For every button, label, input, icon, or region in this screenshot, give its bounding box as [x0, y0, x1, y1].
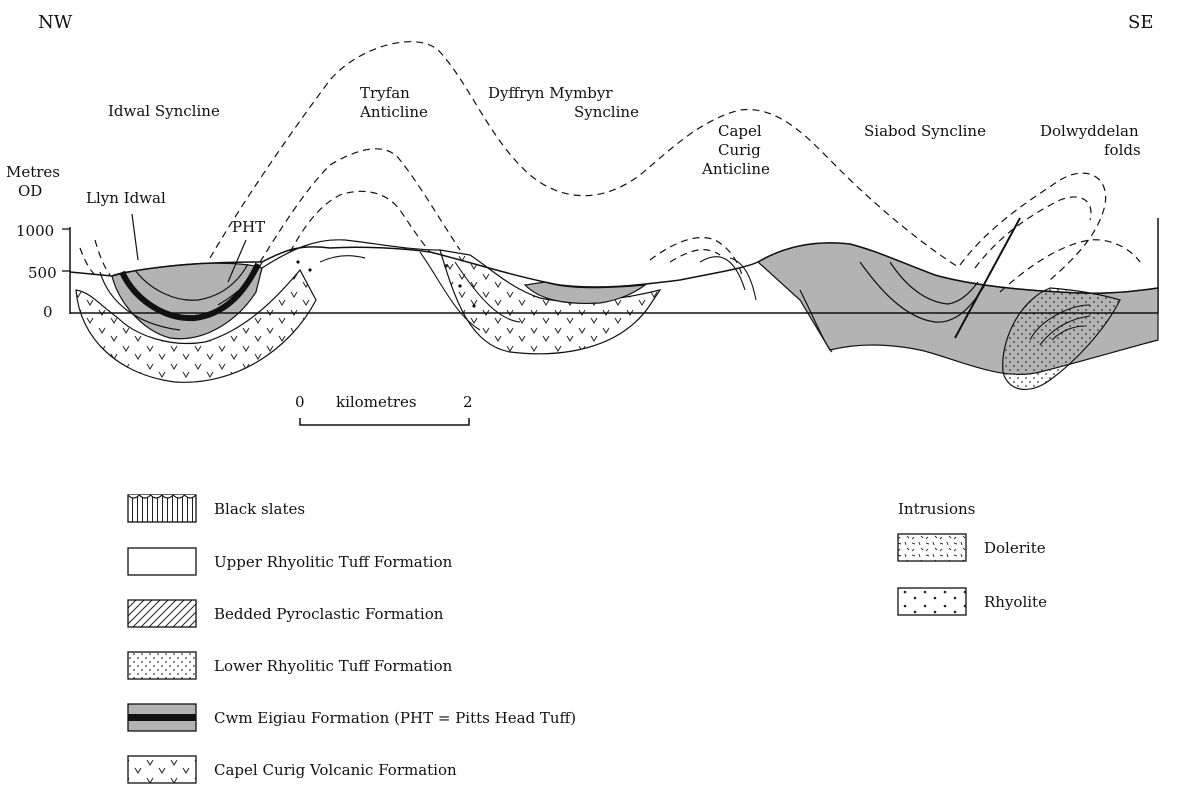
axis-tick-500: 500	[28, 264, 57, 282]
axis-tick-0: 0	[43, 303, 53, 321]
scale-bar: 0 kilometres 2	[295, 393, 473, 426]
intrusions-title: Intrusions	[898, 500, 975, 518]
legend-rhyolite: Rhyolite	[897, 587, 1047, 616]
label-idwal-syncline: Idwal Syncline	[108, 102, 220, 120]
direction-se-label: SE	[1128, 12, 1153, 33]
legend-bedded-pyroclastic: Bedded Pyroclastic Formation	[127, 599, 444, 628]
legend-label-capel-curig-volcanic: Capel Curig Volcanic Formation	[214, 761, 457, 779]
label-dyffryn-1: Dyffryn Mymbyr	[488, 84, 613, 102]
legend: Black slates Upper Rhyolitic Tuff Format…	[127, 494, 576, 784]
legend-lower-rhyolitic: Lower Rhyolitic Tuff Formation	[127, 651, 453, 680]
label-pht: PHT	[232, 218, 265, 236]
legend-label-bedded-pyroclastic: Bedded Pyroclastic Formation	[214, 605, 444, 623]
label-tryfan-2: Anticline	[359, 103, 428, 121]
pht-pointer	[227, 239, 247, 283]
cross-section-layers	[69, 217, 1159, 391]
label-dyffryn-2: Syncline	[574, 103, 639, 121]
scale-bar-end: 2	[463, 393, 473, 411]
scale-bar-unit: kilometres	[336, 393, 417, 411]
direction-nw-label: NW	[38, 12, 73, 33]
label-siabod: Siabod Syncline	[864, 122, 986, 140]
legend-dolerite: Dolerite	[897, 533, 1046, 562]
legend-black-slates: Black slates	[127, 494, 305, 523]
scale-bar-start: 0	[295, 393, 305, 411]
label-dolwyddelan-1: Dolwyddelan	[1040, 122, 1139, 140]
legend-label-dolerite: Dolerite	[984, 539, 1046, 557]
legend-label-rhyolite: Rhyolite	[984, 593, 1047, 611]
axis-label-metres: Metres	[6, 163, 60, 181]
label-llyn-idwal: Llyn Idwal	[86, 189, 166, 207]
label-tryfan-1: Tryfan	[360, 84, 410, 102]
legend-label-black-slates: Black slates	[214, 500, 305, 518]
label-capel-2: Curig	[718, 141, 761, 159]
legend-capel-curig-volcanic: Capel Curig Volcanic Formation	[127, 755, 457, 784]
intrusions-legend: Intrusions Dolerite Rhyolite	[897, 500, 1047, 616]
eroded-fold-projections	[79, 41, 1141, 293]
legend-label-upper-rhyolitic: Upper Rhyolitic Tuff Formation	[214, 553, 453, 571]
axis-tick-1000: 1000	[16, 222, 54, 240]
legend-upper-rhyolitic: Upper Rhyolitic Tuff Formation	[127, 547, 453, 576]
axis-label-od: OD	[18, 182, 42, 200]
label-dolwyddelan-2: folds	[1104, 141, 1141, 159]
label-capel-3: Anticline	[701, 160, 770, 178]
llyn-idwal-pointer	[131, 213, 139, 261]
label-capel-1: Capel	[718, 122, 762, 140]
legend-label-lower-rhyolitic: Lower Rhyolitic Tuff Formation	[214, 657, 453, 675]
legend-label-cwm-eigiau: Cwm Eigiau Formation (PHT = Pitts Head T…	[214, 709, 576, 727]
legend-cwm-eigiau: Cwm Eigiau Formation (PHT = Pitts Head T…	[127, 703, 576, 732]
